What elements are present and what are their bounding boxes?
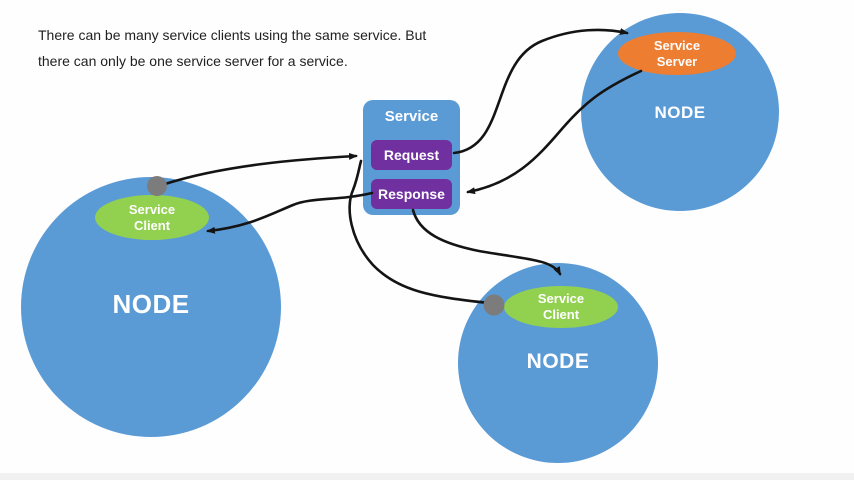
service-server-ellipse: Service Server xyxy=(618,32,736,75)
service-client-left-label-line1: Service xyxy=(128,201,176,217)
service-server-label-line2: Server xyxy=(656,53,698,69)
caption-line-1: There can be many service clients using … xyxy=(38,27,427,43)
service-server-label-line1: Service xyxy=(653,37,701,53)
arrow-left-client-to-request xyxy=(163,152,358,186)
bottom-edge-strip xyxy=(0,473,854,480)
service-client-left-ellipse: Service Client xyxy=(95,195,209,240)
node-bottom-label: NODE xyxy=(526,350,590,373)
service-box: Service Request Response xyxy=(363,100,460,215)
response-box: Response xyxy=(371,179,452,209)
service-client-bottom-ellipse: Service Client xyxy=(504,286,618,328)
service-client-left-label-line2: Client xyxy=(133,217,171,233)
service-box-title: Service xyxy=(384,108,439,125)
node-top-right-label: NODE xyxy=(654,103,706,122)
request-box: Request xyxy=(371,140,452,170)
service-client-bottom-label-line1: Service xyxy=(537,291,585,306)
node-left-label: NODE xyxy=(112,289,190,319)
service-client-bottom-label-line2: Client xyxy=(542,307,580,322)
caption-line-2: there can only be one service server for… xyxy=(38,53,348,69)
caption: There can be many service clients using … xyxy=(38,22,426,74)
